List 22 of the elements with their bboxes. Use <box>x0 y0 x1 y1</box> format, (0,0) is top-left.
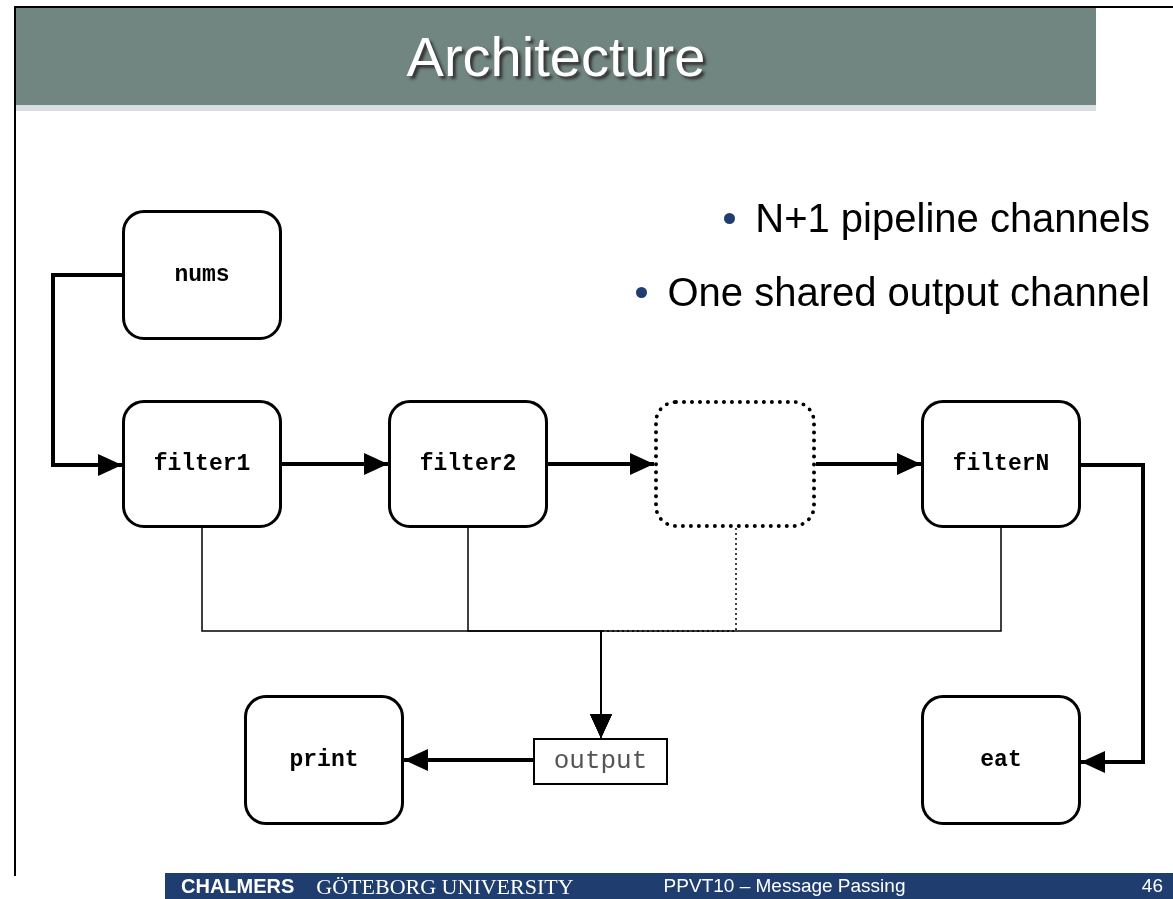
slide-title: Architecture <box>406 23 706 90</box>
bullet-point: N+1 pipeline channels <box>755 195 1150 242</box>
arrow <box>404 749 533 771</box>
arrow <box>282 453 388 475</box>
page-number: 46 <box>1141 873 1163 898</box>
process-box: filter1 <box>122 400 282 528</box>
process-box: filter2 <box>388 400 548 528</box>
process-box: nums <box>122 210 282 340</box>
process-box: print <box>244 695 404 825</box>
footer-text: PPVT10 – Message Passing <box>663 873 906 898</box>
process-box: eat <box>921 695 1081 825</box>
process-box: filterN <box>921 400 1081 528</box>
arrow <box>590 527 1002 739</box>
arrow <box>1081 463 1145 773</box>
footer-text: GÖTEBORG UNIVERSITY <box>316 872 574 899</box>
footer-text: CHALMERS <box>181 874 295 899</box>
bullet-point: One shared output channel <box>667 269 1150 316</box>
arrow <box>816 453 921 475</box>
arrow <box>51 273 122 476</box>
process-box <box>654 400 816 528</box>
channel-box: output <box>533 738 668 785</box>
arrow <box>548 453 654 475</box>
